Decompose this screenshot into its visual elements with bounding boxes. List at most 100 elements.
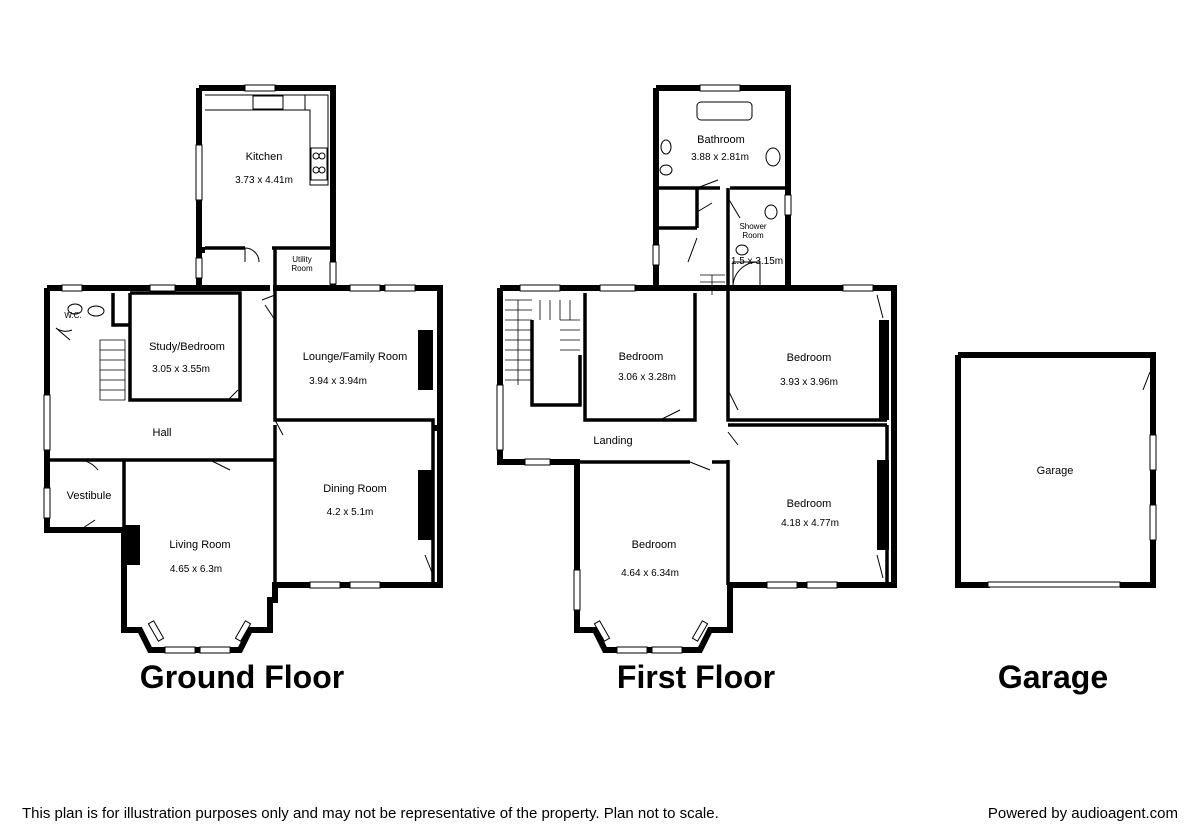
living-chimney [124, 525, 140, 565]
landing-name: Landing [593, 435, 632, 447]
shower-room-dims: 1.5 x 3.15m [731, 256, 783, 267]
hall-window [43, 394, 51, 451]
kitchen-counter [205, 94, 329, 186]
front-door [79, 519, 97, 531]
bedroom-b-name: Bedroom [787, 352, 832, 364]
landing-upper-window [652, 244, 660, 266]
ground-floor-plan: Kitchen 3.73 x 4.41m Utility Room W.C. S… [43, 84, 443, 695]
bedroom-c-door [727, 431, 739, 446]
bedroom-c-window [806, 581, 838, 589]
study-dims: 3.05 x 3.55m [152, 364, 210, 375]
bedroom-a-door [659, 409, 681, 421]
upper-internal-walls [656, 186, 788, 288]
lounge-window [349, 284, 381, 292]
landing-window [496, 384, 504, 451]
kitchen-sink-icon [252, 95, 284, 110]
hob-icon [310, 147, 328, 181]
bedroom-d-side-window [573, 569, 581, 611]
vestibule-door [73, 459, 100, 471]
shower-room-toilet-icon [764, 204, 778, 220]
bedroom-c-chimney [877, 460, 889, 550]
bathroom-door [696, 179, 719, 213]
hob-ring-icon [318, 166, 326, 174]
living-name: Living Room [169, 539, 230, 551]
living-bay-window [164, 646, 196, 654]
bedroom-c-dims: 4.18 x 4.77m [781, 518, 839, 529]
bedroom-d-name: Bedroom [632, 539, 677, 551]
corridor-window [195, 257, 203, 279]
hob-ring-icon [312, 166, 320, 174]
bathroom-dims: 3.88 x 2.81m [691, 152, 749, 163]
store-door [687, 237, 698, 263]
hall-name: Hall [153, 427, 172, 439]
garage-window [1149, 504, 1157, 541]
dining-chimney [418, 470, 433, 540]
wc-toilet-icon [67, 303, 83, 315]
bedroom-d-bay-window [616, 646, 648, 654]
lounge-dims: 3.94 x 3.94m [309, 376, 367, 387]
bedroom-d-dims: 4.64 x 6.34m [621, 568, 679, 579]
first-floor-plan: Bathroom 3.88 x 2.81m Shower Room 1.5 x … [496, 84, 897, 695]
first-floor-staircase [505, 299, 580, 385]
wc-name: W.C. [64, 311, 81, 320]
bedroom-b-chimney [879, 320, 889, 420]
living-bay-side-window [147, 620, 165, 642]
lounge-door [264, 304, 276, 321]
study-door [227, 389, 239, 401]
garage-door [987, 581, 1121, 588]
bathroom-sink-icon [765, 147, 781, 167]
kitchen-side-window [195, 144, 203, 201]
bedroom-b-cupboard-door [876, 294, 884, 319]
kitchen-door [244, 247, 260, 263]
powered-by-text: Powered by audioagent.com [987, 805, 1178, 822]
living-bay-window [199, 646, 231, 654]
bedroom-a-name: Bedroom [619, 351, 664, 363]
bathroom-toilet-icon [659, 164, 673, 176]
lounge-name: Lounge/Family Room [303, 351, 408, 363]
hob-ring-icon [312, 152, 320, 160]
study-name: Study/Bedroom [149, 341, 225, 353]
bedroom-d-bay-side-window [691, 620, 709, 642]
bedroom-a-dims: 3.06 x 3.28m [618, 372, 676, 383]
ground-floor-staircase [99, 339, 126, 401]
bedroom-b-dims: 3.93 x 3.96m [780, 377, 838, 388]
dining-door [274, 419, 284, 436]
bedroom-a-window [599, 284, 636, 292]
dining-window [349, 581, 381, 589]
kitchen-walls [196, 85, 336, 288]
shower-room-name-line1: Shower [739, 222, 766, 231]
lounge-chimney [418, 330, 433, 390]
garage-side-door [1142, 371, 1151, 391]
bathroom-window [699, 84, 741, 92]
landing-steps [700, 274, 725, 295]
bedroom-b-door [727, 389, 739, 411]
garage-plan: Garage Garage [955, 352, 1157, 695]
bedroom-c-name: Bedroom [787, 498, 832, 510]
kitchen-name: Kitchen [246, 151, 283, 163]
lounge-window [384, 284, 416, 292]
living-door [209, 459, 231, 471]
shower-window [784, 194, 792, 216]
bathroom-name: Bathroom [697, 134, 745, 146]
vestibule-name: Vestibule [67, 490, 112, 502]
bedroom-c-window [766, 581, 798, 589]
ground-floor-title: Ground Floor [140, 659, 344, 695]
utility-window [329, 261, 337, 285]
garage-title: Garage [998, 659, 1108, 695]
shower-room-door [727, 197, 741, 219]
vestibule-window [43, 487, 51, 519]
utility-door [261, 294, 276, 301]
kitchen-dims: 3.73 x 4.41m [235, 175, 293, 186]
stair-window [519, 284, 561, 292]
ground-floor-outer-walls [44, 285, 443, 653]
shower-room-basin-icon [735, 244, 749, 256]
first-floor-internal-walls [530, 288, 889, 585]
wc-basin-icon [87, 305, 105, 317]
wc-door [55, 327, 73, 341]
dining-rear-door [424, 554, 434, 576]
hob-ring-icon [318, 152, 326, 160]
first-floor-title: First Floor [617, 659, 775, 695]
dining-window [309, 581, 341, 589]
bedroom-d-bay-window [651, 646, 683, 654]
bedroom-c-cupboard-door [876, 554, 884, 579]
